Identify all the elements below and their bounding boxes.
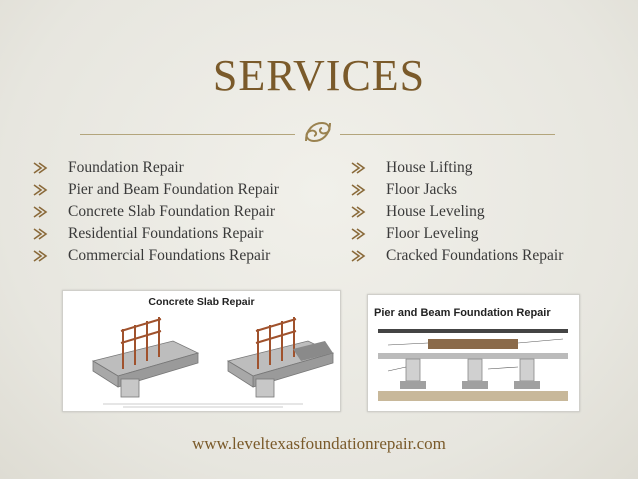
double-arrow-bullet-icon [351, 184, 366, 196]
double-arrow-bullet-icon [351, 250, 366, 262]
service-item: Pier and Beam Foundation Repair [32, 179, 279, 201]
service-item: Floor Leveling [350, 223, 563, 245]
scroll-flourish-icon [305, 121, 331, 143]
double-arrow-bullet-icon [351, 228, 366, 240]
pier-and-beam-repair-diagram: Pier and Beam Foundation Repair [367, 294, 580, 412]
website-url: www.leveltexasfoundationrepair.com [192, 434, 446, 453]
service-item-label: Floor Jacks [386, 181, 458, 198]
service-item-label: House Leveling [386, 203, 485, 220]
service-item-label: Floor Leveling [386, 225, 479, 242]
service-item-label: House Lifting [386, 159, 473, 176]
concrete-slab-repair-title: Concrete Slab Repair [148, 296, 255, 308]
title-rule-left [80, 134, 295, 135]
service-item: Commercial Foundations Repair [32, 245, 279, 267]
pier-and-beam-repair-title: Pier and Beam Foundation Repair [374, 307, 551, 319]
concrete-slab-illustration [91, 317, 335, 408]
service-item-label: Cracked Foundations Repair [386, 247, 564, 264]
double-arrow-bullet-icon [33, 228, 48, 240]
service-item: Floor Jacks [350, 179, 563, 201]
service-item: Foundation Repair [32, 157, 279, 179]
service-item: House Lifting [350, 157, 563, 179]
double-arrow-bullet-icon [33, 162, 48, 174]
pier-and-beam-illustration [378, 329, 568, 401]
service-item-label: Commercial Foundations Repair [68, 247, 271, 264]
double-arrow-bullet-icon [351, 162, 366, 174]
service-item-label: Concrete Slab Foundation Repair [68, 203, 276, 220]
service-item: Cracked Foundations Repair [350, 245, 563, 267]
double-arrow-bullet-icon [351, 206, 366, 218]
service-item: Concrete Slab Foundation Repair [32, 201, 279, 223]
service-item: House Leveling [350, 201, 563, 223]
title-rule-right [340, 134, 555, 135]
service-item-label: Residential Foundations Repair [68, 225, 264, 242]
double-arrow-bullet-icon [33, 184, 48, 196]
concrete-slab-repair-diagram: Concrete Slab Repair [62, 290, 341, 412]
slide-title: SERVICES [212, 51, 426, 100]
service-item-label: Foundation Repair [68, 159, 184, 176]
double-arrow-bullet-icon [33, 206, 48, 218]
service-item-label: Pier and Beam Foundation Repair [68, 181, 279, 198]
service-item: Residential Foundations Repair [32, 223, 279, 245]
double-arrow-bullet-icon [33, 250, 48, 262]
